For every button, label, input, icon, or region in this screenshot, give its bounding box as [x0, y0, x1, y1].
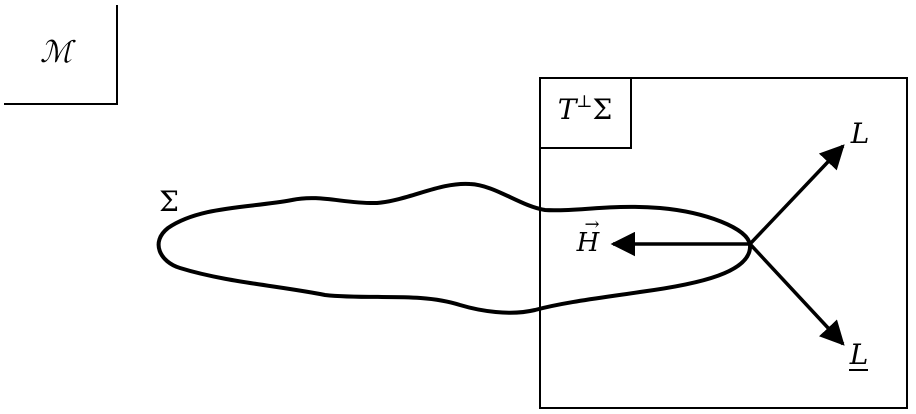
mean-curvature-label: H [576, 228, 601, 258]
normal-space-perp: ⊥ [576, 92, 592, 112]
normal-space-box [539, 77, 908, 409]
surface-curve [156, 181, 753, 315]
normal-space-sigma: Σ [592, 93, 612, 126]
lower-L-label: L [849, 338, 869, 371]
mean-curvature-vector-mark: → [584, 214, 599, 235]
surface-label: Σ [159, 185, 179, 218]
upper-L-label: L [850, 117, 870, 150]
manifold-frame [4, 5, 118, 105]
normal-space-T: T [558, 93, 579, 126]
normal-space-label: T⊥Σ [558, 92, 612, 126]
manifold-label: ℳ [40, 35, 76, 70]
mean-curvature-letter: H [576, 228, 601, 258]
upper-L-arrow [748, 144, 845, 246]
normal-space-label-box [539, 77, 632, 149]
lower-L-arrow [748, 242, 845, 346]
